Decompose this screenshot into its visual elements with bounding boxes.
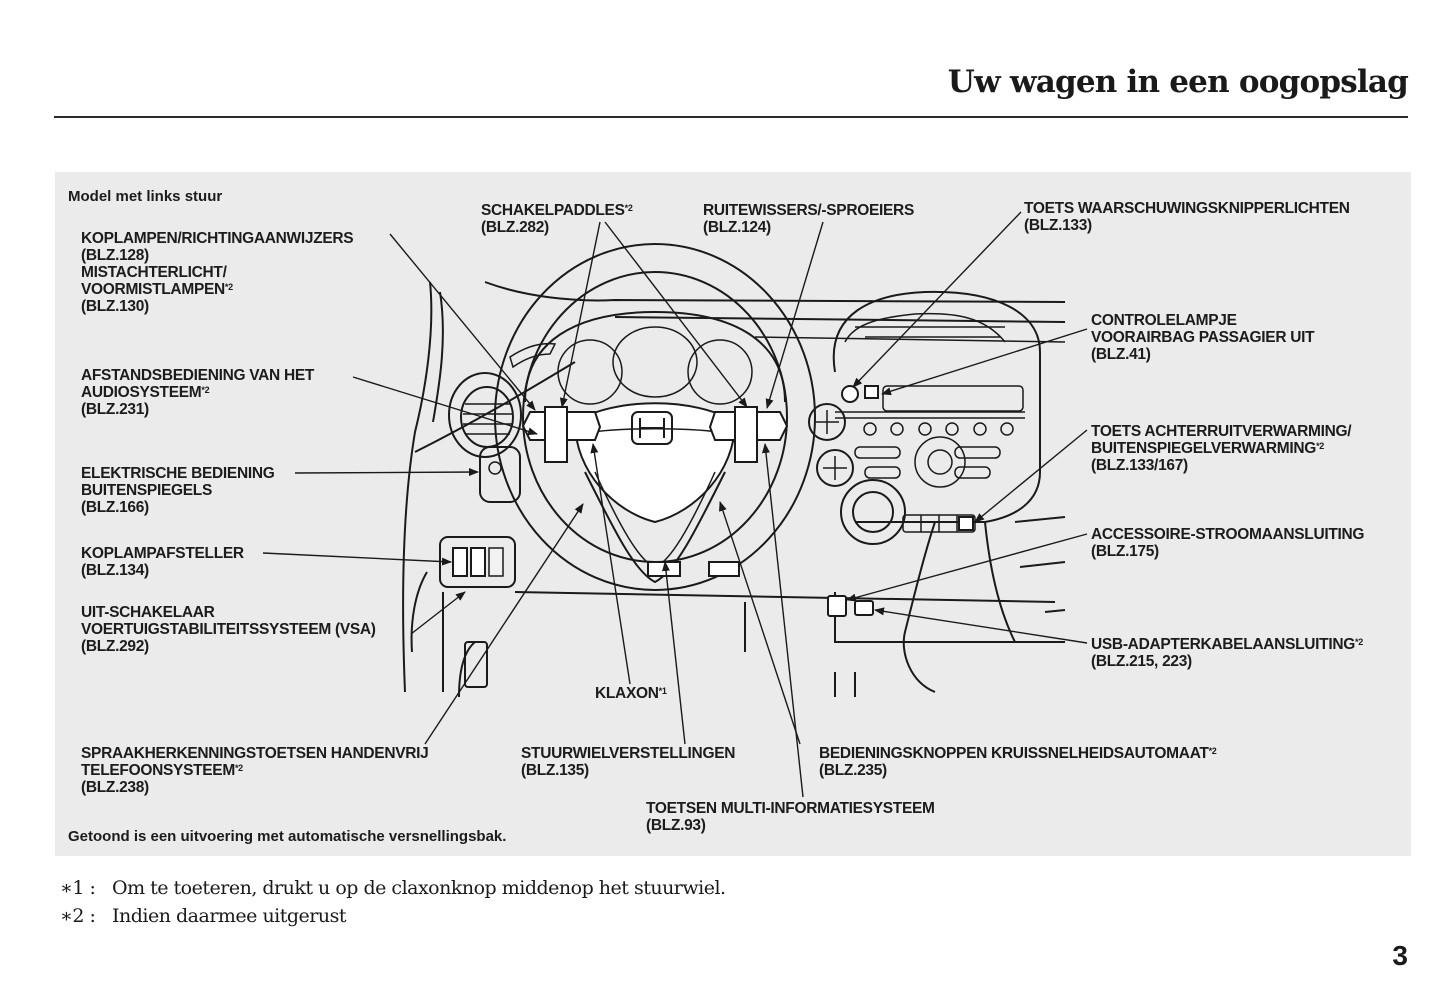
label-klaxon: KLAXON*1: [595, 685, 667, 702]
leader-lines: [262, 211, 1088, 798]
leader-koplampen: [389, 233, 536, 411]
label-accessoire: ACCESSOIRE-STROOMAANSLUITING (BLZ.175): [1091, 526, 1365, 560]
leader-audio: [352, 376, 538, 436]
leader-spiegels: [294, 468, 479, 477]
label-koplampen: KOPLAMPEN/RICHTINGAANWIJZERS (BLZ.128) M…: [81, 230, 354, 315]
leader-koplampafsteller: [262, 552, 452, 566]
label-multiinfo: TOETSEN MULTI-INFORMATIESYSTEEM (BLZ.93): [646, 800, 935, 834]
leader-paddles-right: [604, 221, 748, 408]
dashboard-outline: [402, 243, 1066, 698]
leader-paddles-left: [559, 221, 601, 408]
transmission-note: Getoond is een uitvoering met automatisc…: [68, 828, 507, 845]
label-spiegels: ELEKTRISCHE BEDIENING BUITENSPIEGELS (BL…: [81, 465, 275, 516]
leader-ruitewissers: [765, 221, 824, 409]
label-airbag: CONTROLELAMPJE VOORAIRBAG PASSAGIER UIT …: [1091, 312, 1315, 363]
label-audio: AFSTANDSBEDIENING VAN HET AUDIOSYSTEEM*2…: [81, 367, 315, 418]
leader-usb: [874, 607, 1088, 644]
label-usb: USB-ADAPTERKABELAANSLUITING*2 (BLZ.215, …: [1091, 636, 1363, 670]
dashboard-diagram-panel: Model met links stuur KOPLAMPEN/RICHTING…: [55, 172, 1411, 856]
footnotes: ∗1 :Om te toeteren, drukt u op de claxon…: [60, 874, 726, 930]
label-vsa: UIT-SCHAKELAAR VOERTUIGSTABILITEITSSYSTE…: [81, 604, 376, 655]
leader-klaxon: [590, 443, 631, 685]
page-title: Uw wagen in een oogopslag: [947, 64, 1409, 100]
label-stuurwiel: STUURWIELVERSTELLINGEN (BLZ.135): [521, 745, 736, 779]
label-cruise: BEDIENINGSKNOPPEN KRUISSNELHEIDSAUTOMAAT…: [819, 745, 1217, 779]
leader-vsa: [410, 591, 466, 635]
leader-multiinfo: [761, 443, 804, 798]
leader-spraak: [424, 503, 584, 745]
label-schakelpaddles: SCHAKELPADDLES*2 (BLZ.282): [481, 202, 633, 236]
leader-waarschuwing: [852, 211, 1022, 388]
model-note: Model met links stuur: [68, 188, 223, 205]
title-rule: [54, 116, 1408, 118]
leader-cruise: [719, 501, 801, 745]
leader-stuurwiel: [662, 561, 686, 745]
page-number: 3: [1392, 940, 1408, 971]
footnote-2: ∗2 :Indien daarmee uitgerust: [60, 905, 347, 927]
leader-airbag: [881, 328, 1088, 396]
label-spraak: SPRAAKHERKENNINGSTOETSEN HANDENVRIJ TELE…: [81, 745, 429, 796]
label-koplampafsteller: KOPLAMPAFSTELLER (BLZ.134): [81, 545, 244, 579]
label-ruitewissers: RUITEWISSERS/-SPROEIERS (BLZ.124): [703, 202, 914, 236]
leader-accessoire: [846, 533, 1088, 602]
dashboard-illustration: [262, 211, 1088, 798]
leader-achterruit: [974, 429, 1088, 523]
label-waarschuwing: TOETS WAARSCHUWINGSKNIPPERLICHTEN (BLZ.1…: [1024, 200, 1350, 234]
footnote-1: ∗1 :Om te toeteren, drukt u op de claxon…: [60, 877, 726, 899]
label-achterruit: TOETS ACHTERRUITVERWARMING/ BUITENSPIEGE…: [1091, 423, 1352, 474]
